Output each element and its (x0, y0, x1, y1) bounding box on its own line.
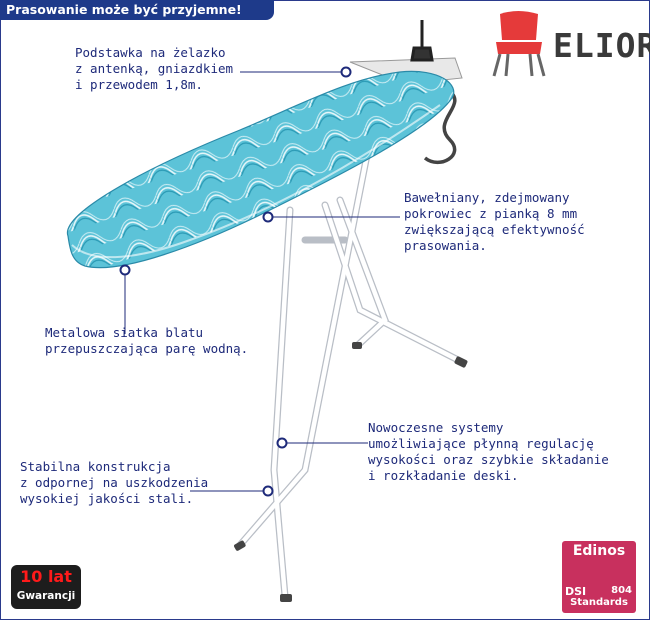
callout-dots (119, 66, 352, 497)
certificate-number: 804 (611, 585, 632, 596)
warranty-badge: 10 lat Gwarancji (11, 565, 81, 609)
page-banner: Prasowanie może być przyjemne! (0, 0, 274, 20)
callout-construction: Stabilna konstrukcja z odpornej na uszko… (20, 459, 209, 506)
leg-feet (234, 342, 468, 602)
certificate-badge: Edinos DSI 804 Standards (562, 541, 636, 613)
certificate-prefix: DSI (565, 585, 587, 598)
certificate-standards: Standards (570, 597, 628, 608)
warranty-label: Gwarancji (16, 590, 76, 602)
iron-rest-antenna (410, 20, 434, 62)
callout-height: Nowoczesne systemy umożliwiające płynną … (368, 420, 609, 483)
power-cord (423, 88, 457, 165)
callout-iron-rest: Podstawka na żelazko z antenką, gniazdki… (75, 45, 234, 92)
warranty-years: 10 lat (20, 567, 72, 586)
callout-mesh: Metalowa siatka blatu przepuszczająca pa… (45, 325, 249, 356)
certificate-name: Edinos (572, 543, 626, 559)
callout-cover: Bawełniany, zdejmowany pokrowiec z piank… (404, 190, 585, 253)
ironing-board-cover (66, 70, 455, 269)
chair-logo-icon (492, 11, 546, 77)
brand-name: ELIOR (553, 26, 650, 65)
callout-lines (124, 71, 400, 492)
